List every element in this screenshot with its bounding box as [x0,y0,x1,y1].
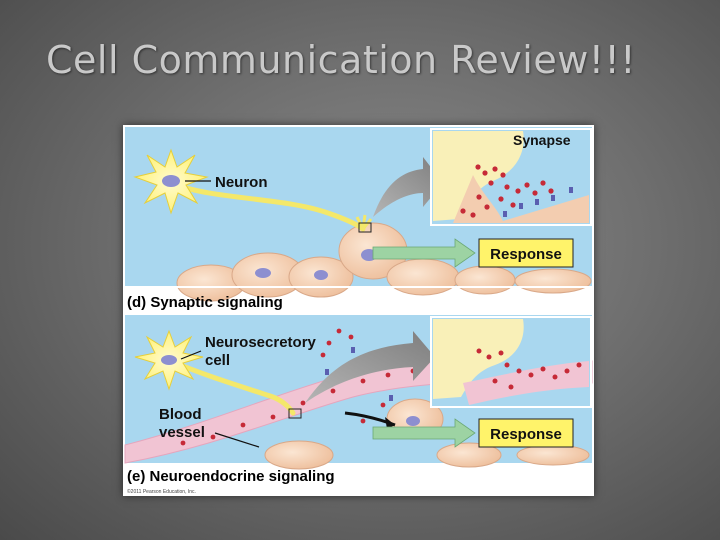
response-box [478,418,574,448]
secretion-arrowhead [385,417,395,429]
zoom-arrow [305,331,435,403]
blood-vessel-label-line2: vessel [159,424,205,441]
neurosecretory-label-line2: cell [205,352,230,369]
cell-signaling-figure: Neuron Response Synapse [123,125,594,496]
response-label: Response [490,246,562,263]
postsynaptic-cell [453,175,589,223]
panel-e-neuroendocrine: Neurosecretory cell Blood vessel Respons… [124,315,593,485]
nucleus [406,416,420,426]
axon [168,180,366,232]
synapse-inset: Synapse [430,128,592,226]
neurotransmitter-vesicles [460,164,554,218]
neurosecretory-nucleus [161,355,177,365]
blood-vessel-label-line1: Blood [159,406,202,423]
response-arrow [372,238,476,268]
secretory-terminal [433,319,524,399]
neurosecretory-pointer [180,350,202,360]
synapse-label: Synapse [513,132,571,148]
slide-title: Cell Communication Review!!! [46,38,636,82]
neuron-nucleus [162,175,180,187]
figure-canvas: Neuron Response Synapse [124,127,593,495]
target-cell [386,258,460,296]
axon [168,358,296,416]
presynaptic-terminal [433,131,524,221]
blood-vessel-pointer [214,432,260,448]
target-cell [514,268,592,294]
receptors [503,187,573,217]
inset-blood-vessel [463,361,589,405]
figure-credit: ©2011 Pearson Education, Inc. [127,488,196,495]
neurosecretory-label-line1: Neurosecretory [205,334,317,351]
terminal-zoom-box [288,408,302,419]
zoom-arrow [373,157,443,217]
panel-d-synaptic: Neuron Response Synapse [125,127,592,311]
response-label: Response [490,426,562,443]
response-box [478,238,574,268]
terminal-zoom-box [358,222,372,233]
target-cell [264,440,334,470]
neurosecretory-cell: Neurosecretory cell [134,329,317,416]
nucleus [314,270,328,280]
target-cell [454,265,516,295]
response-arrow [372,418,476,448]
neuron: Neuron [133,148,373,232]
target-cell [516,444,590,466]
hormone-molecules [180,328,466,446]
panel-e-caption: (e) Neuroendocrine signaling [127,468,335,485]
neurosecretory-inset [430,316,592,408]
panel-d-caption: (d) Synaptic signaling [127,294,283,311]
nucleus [255,268,271,278]
target-cell [436,442,502,468]
neuron-label: Neuron [215,174,268,191]
inset-hormones [476,348,582,390]
